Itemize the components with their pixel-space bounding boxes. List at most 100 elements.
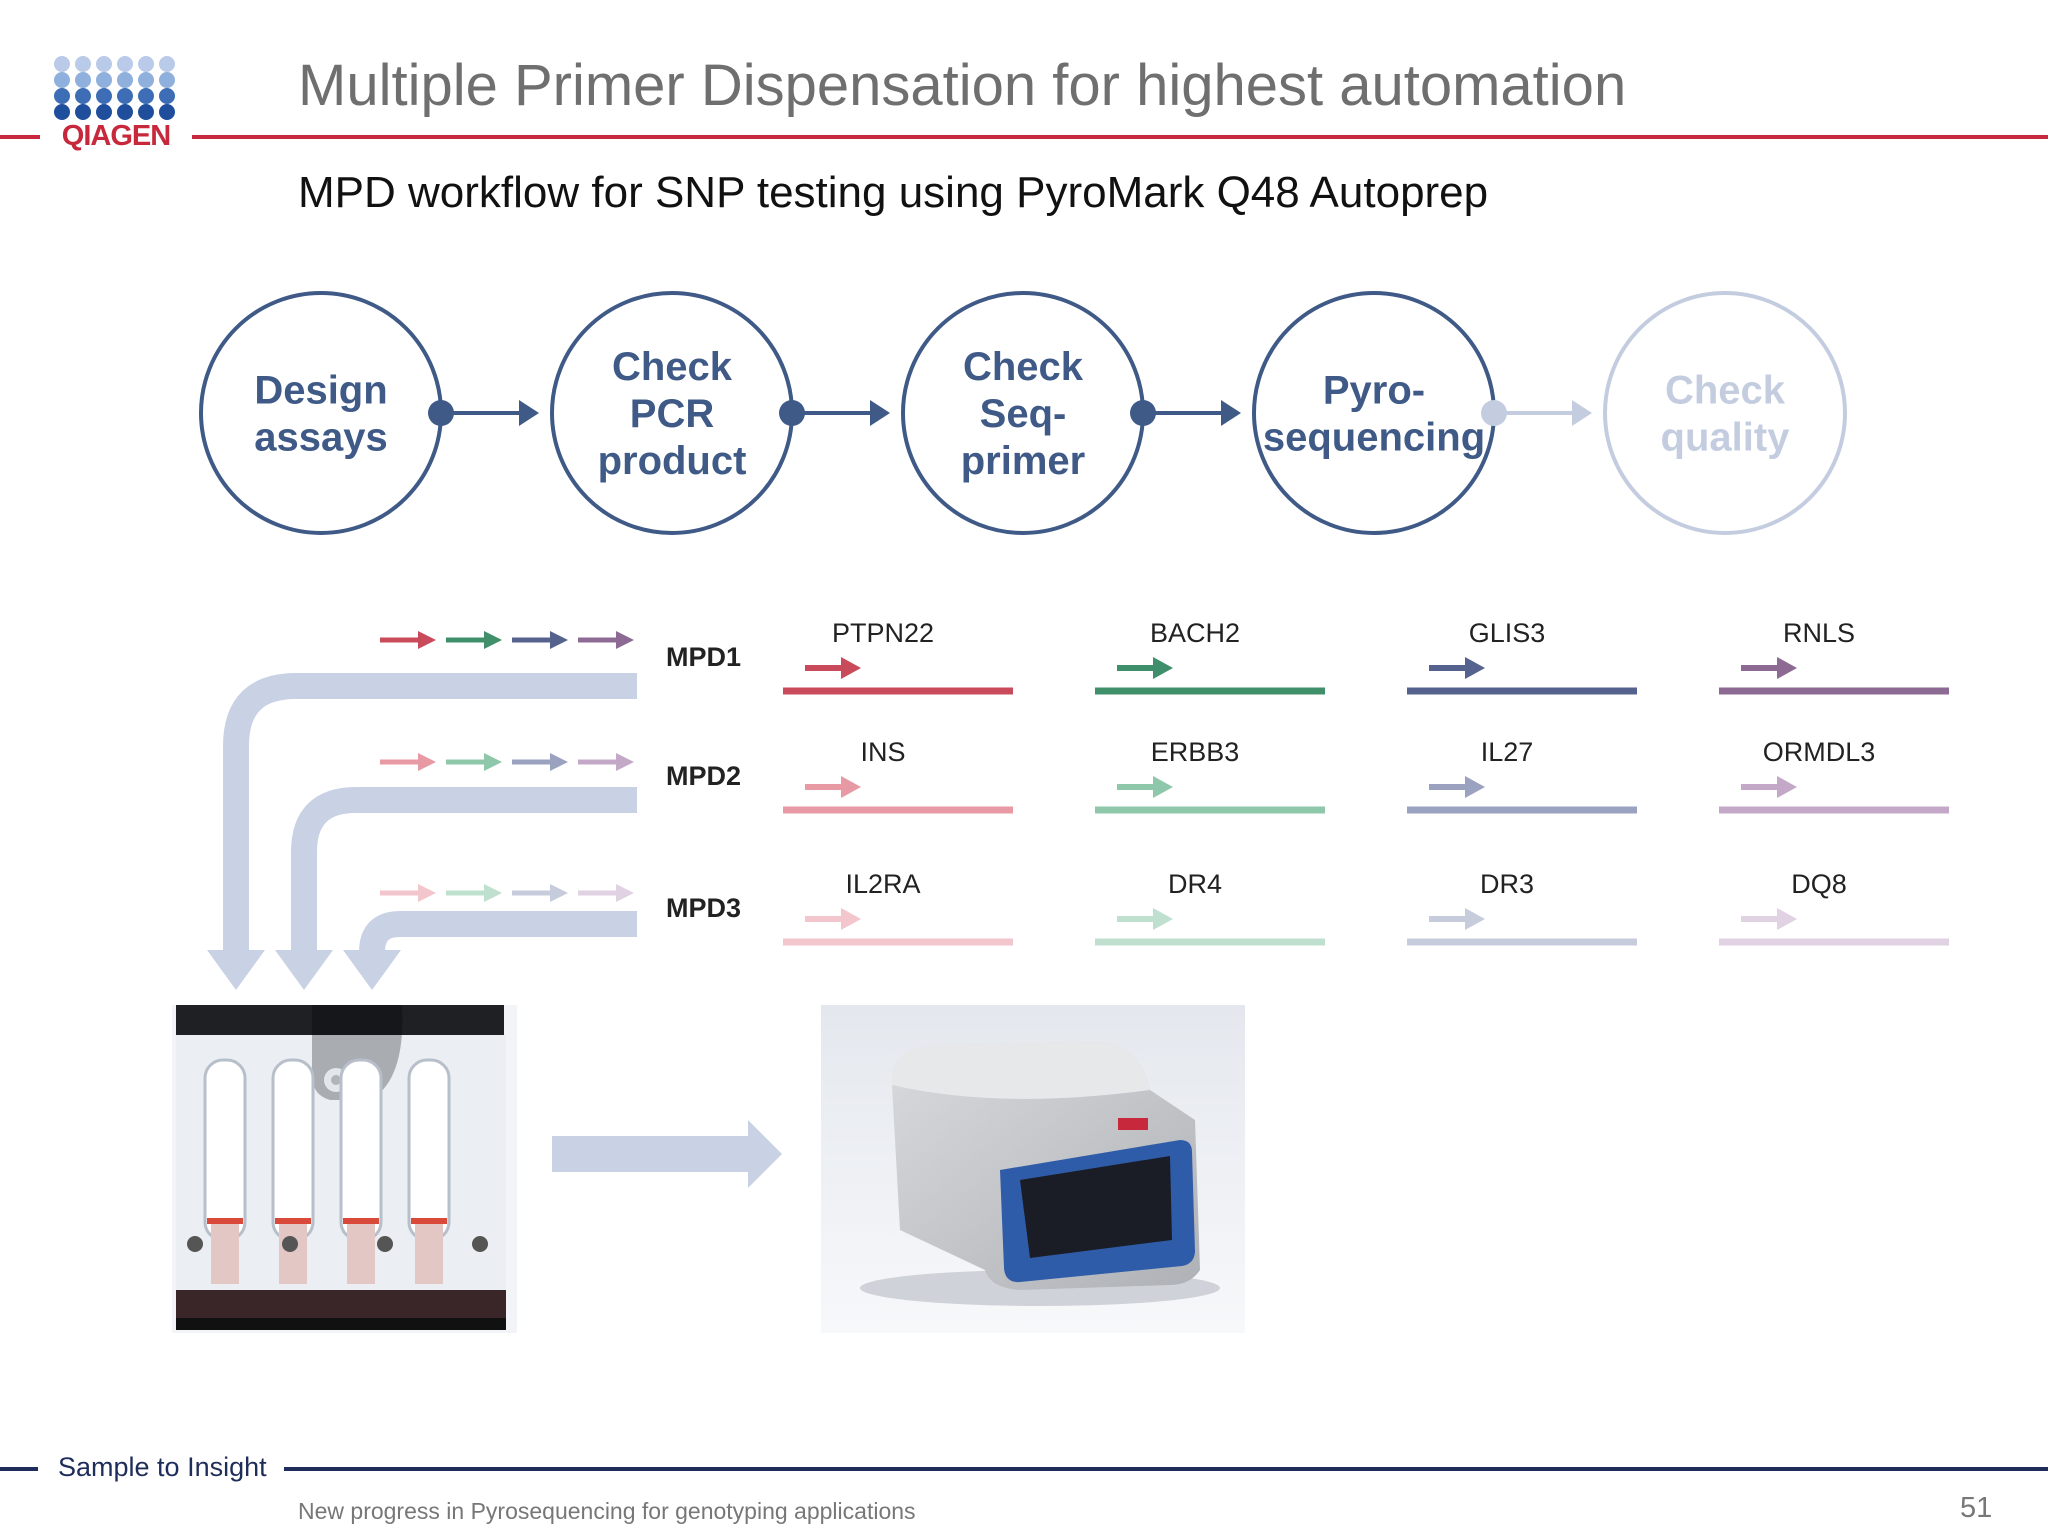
logo-dot bbox=[75, 88, 91, 104]
footer-brand: Sample to Insight bbox=[58, 1452, 267, 1482]
logo-dot bbox=[159, 56, 175, 72]
logo-dot bbox=[96, 88, 112, 104]
mpd-legend-arrowhead bbox=[484, 884, 502, 902]
gene-label: ORMDL3 bbox=[1763, 737, 1876, 767]
workflow-step-label: Seq- bbox=[980, 392, 1067, 436]
mpd-row-label: MPD2 bbox=[666, 761, 741, 791]
cartridge-well-tip bbox=[347, 1224, 375, 1284]
logo-dot bbox=[138, 104, 154, 120]
gene-primer-arrowhead bbox=[1153, 657, 1173, 679]
qiagen-logo bbox=[52, 54, 182, 154]
gene-label: RNLS bbox=[1783, 618, 1855, 648]
logo-dot bbox=[54, 88, 70, 104]
cartridge-screw bbox=[282, 1236, 298, 1252]
cartridge-screw bbox=[472, 1236, 488, 1252]
workflow-step-label: sequencing bbox=[1263, 416, 1485, 460]
logo-dot bbox=[117, 72, 133, 88]
mpd-legend-arrowhead bbox=[550, 753, 568, 771]
cartridge-screw bbox=[187, 1236, 203, 1252]
footer-rule-left bbox=[0, 1467, 38, 1471]
workflow-step-label: Design bbox=[254, 369, 387, 413]
mpd-row-label: MPD1 bbox=[666, 642, 741, 672]
flow-arrowhead-mpd2 bbox=[275, 950, 333, 990]
flow-arrowhead-mpd1 bbox=[207, 950, 265, 990]
workflow-step-label: quality bbox=[1661, 416, 1791, 460]
flow-arrowhead-mpd3 bbox=[343, 950, 401, 990]
mpd-legend-arrowhead bbox=[550, 884, 568, 902]
logo-dot bbox=[159, 88, 175, 104]
workflow-step-circle bbox=[1252, 291, 1496, 535]
transfer-arrow bbox=[552, 1120, 782, 1188]
flow-arrow-mpd1 bbox=[223, 673, 637, 952]
gene-label: DR3 bbox=[1480, 869, 1534, 899]
page-number: 51 bbox=[1960, 1492, 1993, 1524]
gene-primer-arrowhead bbox=[1465, 908, 1485, 930]
workflow-step-circle bbox=[199, 291, 443, 535]
cartridge-well-band bbox=[275, 1218, 311, 1224]
gene-primer-arrowhead bbox=[841, 908, 861, 930]
workflow-step-label: primer bbox=[961, 439, 1086, 483]
gene-primer-arrowhead bbox=[1153, 776, 1173, 798]
logo-dot bbox=[96, 56, 112, 72]
mpd-legend-arrowhead bbox=[484, 753, 502, 771]
cartridge-screw bbox=[377, 1236, 393, 1252]
workflow-step-circle bbox=[1603, 291, 1847, 535]
footer-note: New progress in Pyrosequencing for genot… bbox=[298, 1498, 916, 1524]
gene-label: PTPN22 bbox=[832, 618, 934, 648]
workflow-step-label: Check bbox=[612, 345, 733, 389]
workflow-step-label: Check bbox=[963, 345, 1084, 389]
gene-label: ERBB3 bbox=[1151, 737, 1240, 767]
mpd-legend-arrowhead bbox=[550, 631, 568, 649]
cartridge-well-band bbox=[207, 1218, 243, 1224]
mpd-legend-arrowhead bbox=[616, 884, 634, 902]
mpd-legend-arrowhead bbox=[616, 753, 634, 771]
page-subtitle: MPD workflow for SNP testing using PyroM… bbox=[298, 168, 1489, 217]
connector-arrowhead bbox=[519, 400, 539, 426]
cartridge-photo bbox=[172, 1005, 517, 1333]
gene-primer-arrowhead bbox=[1465, 657, 1485, 679]
gene-primer-arrowhead bbox=[1465, 776, 1485, 798]
workflow-step-label: Pyro- bbox=[1323, 369, 1425, 413]
gene-primer-arrowhead bbox=[841, 657, 861, 679]
cartridge-well-tip bbox=[211, 1224, 239, 1284]
logo-dot bbox=[138, 56, 154, 72]
logo-dot bbox=[117, 56, 133, 72]
logo-dot bbox=[54, 104, 70, 120]
gene-label: DQ8 bbox=[1791, 869, 1847, 899]
gene-primer-arrowhead bbox=[1777, 776, 1797, 798]
cartridge-well-tip bbox=[415, 1224, 443, 1284]
workflow-step-label: Check bbox=[1665, 369, 1786, 413]
gene-primer-arrowhead bbox=[1777, 908, 1797, 930]
logo-dot bbox=[159, 104, 175, 120]
logo-wordmark: QIAGEN bbox=[61, 120, 171, 152]
cartridge-well bbox=[203, 1058, 247, 1242]
connector-arrowhead bbox=[870, 400, 890, 426]
logo-dot bbox=[159, 72, 175, 88]
workflow-step-label: assays bbox=[254, 416, 387, 460]
logo-dot bbox=[54, 72, 70, 88]
gene-label: IL2RA bbox=[845, 869, 920, 899]
gene-label: IL27 bbox=[1481, 737, 1534, 767]
cartridge-well-band bbox=[343, 1218, 379, 1224]
footer-rule bbox=[284, 1467, 2048, 1471]
logo-dot bbox=[138, 88, 154, 104]
logo-dot bbox=[96, 72, 112, 88]
logo-dot bbox=[117, 104, 133, 120]
cartridge-well bbox=[339, 1058, 383, 1242]
header-rule-left bbox=[0, 135, 40, 139]
gene-label: INS bbox=[860, 737, 905, 767]
gene-label: BACH2 bbox=[1150, 618, 1240, 648]
gene-primer-arrowhead bbox=[1777, 657, 1797, 679]
cartridge-well bbox=[407, 1058, 451, 1242]
cartridge-well-tip bbox=[279, 1224, 307, 1284]
logo-dot bbox=[75, 56, 91, 72]
gene-label: DR4 bbox=[1168, 869, 1222, 899]
cartridge-well bbox=[271, 1058, 315, 1242]
logo-dot bbox=[75, 72, 91, 88]
logo-dot bbox=[138, 72, 154, 88]
mpd-legend-arrowhead bbox=[484, 631, 502, 649]
gene-primer-arrowhead bbox=[1153, 908, 1173, 930]
flow-arrow-mpd3 bbox=[359, 911, 637, 953]
